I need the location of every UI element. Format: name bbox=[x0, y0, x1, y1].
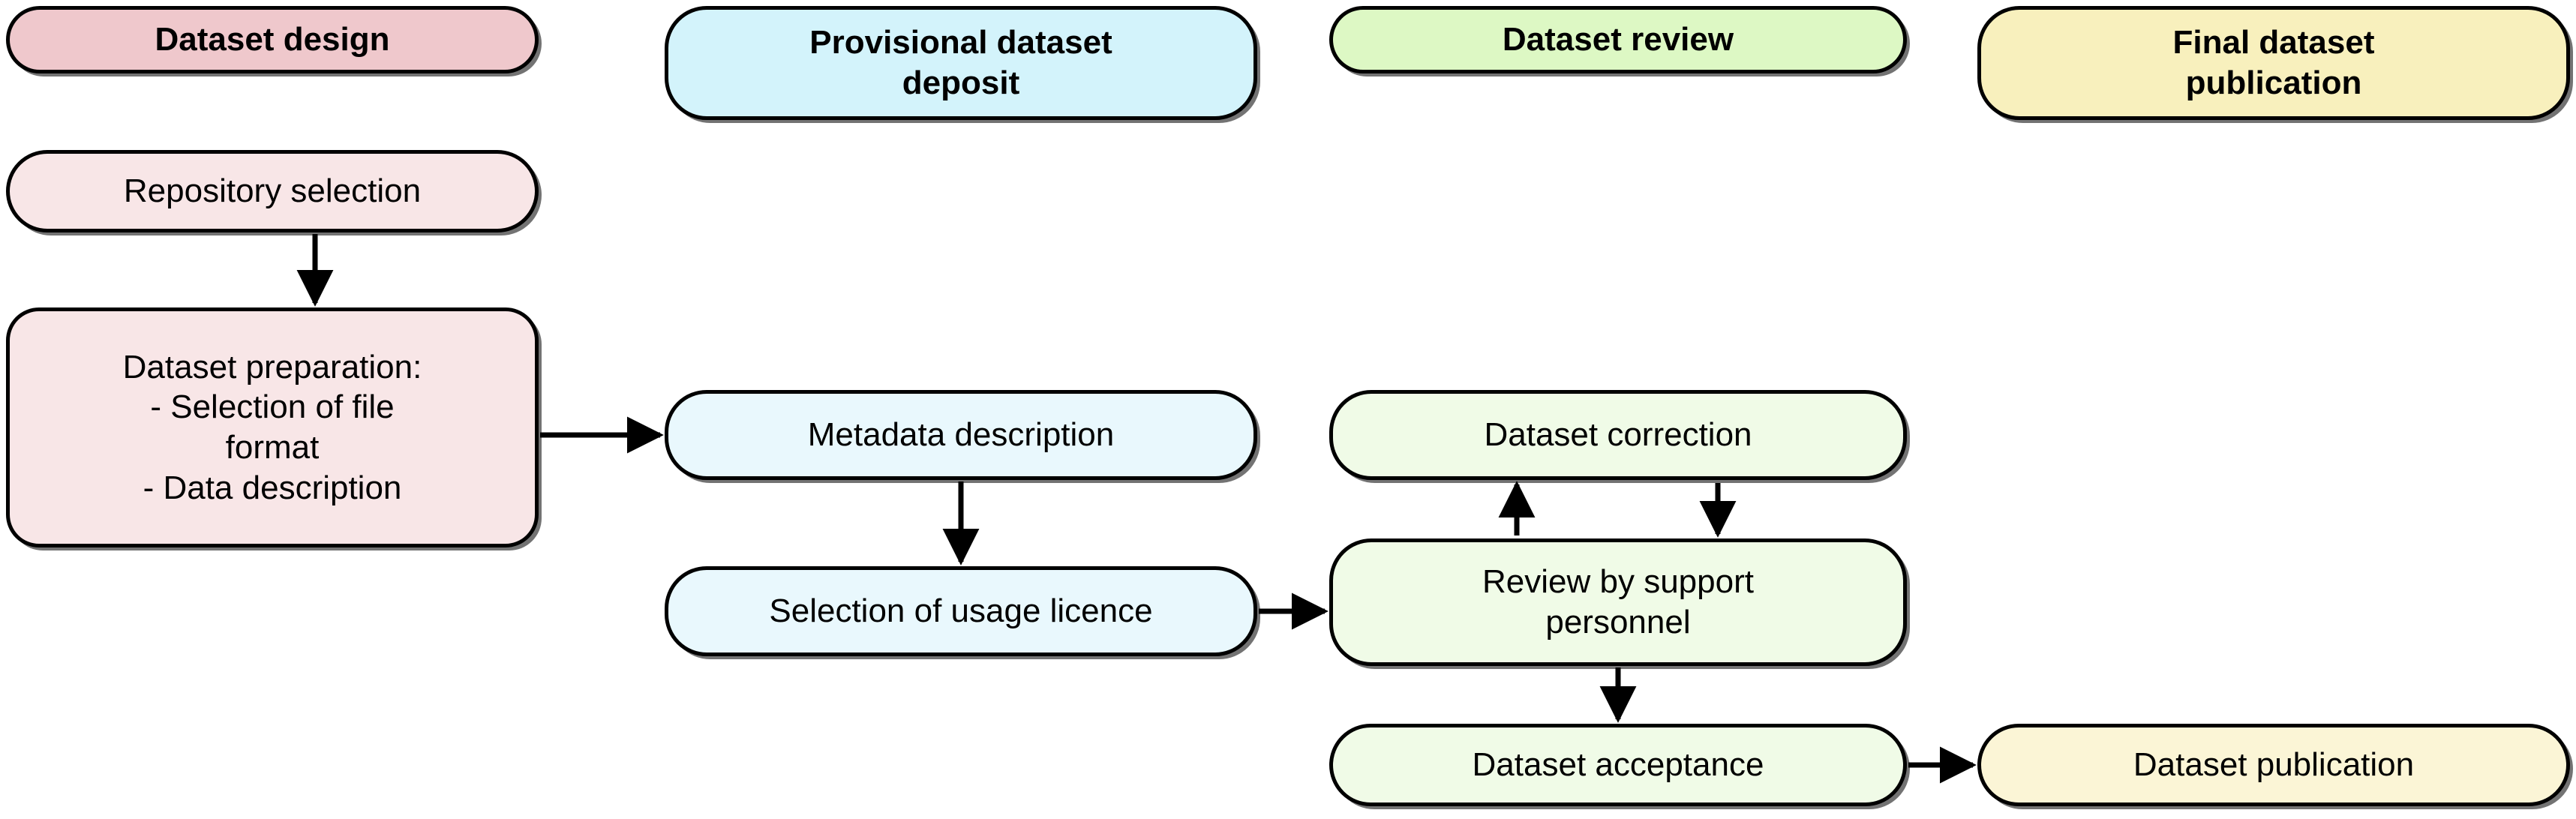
node-label: Selection of usage licence bbox=[769, 592, 1153, 630]
lane-header-label: Dataset design bbox=[155, 21, 390, 58]
lane-header-final-dataset-publication: Final dataset publication bbox=[1977, 6, 2570, 120]
node-dataset-acceptance: Dataset acceptance bbox=[1329, 724, 1907, 806]
lane-header-label: Final dataset publication bbox=[2172, 24, 2375, 101]
node-repository-selection: Repository selection bbox=[6, 150, 539, 232]
lane-header-dataset-design: Dataset design bbox=[6, 6, 539, 74]
node-label: Repository selection bbox=[123, 172, 422, 210]
node-label: Dataset acceptance bbox=[1472, 746, 1764, 784]
lane-header-label: Dataset review bbox=[1502, 21, 1734, 58]
node-dataset-publication: Dataset publication bbox=[1977, 724, 2570, 806]
node-label: Review by support personnel bbox=[1482, 563, 1754, 640]
node-label: Dataset correction bbox=[1484, 416, 1752, 454]
lane-header-label: Provisional dataset deposit bbox=[809, 24, 1112, 101]
node-label: Dataset preparation: - Selection of file… bbox=[122, 348, 422, 506]
node-review-by-support-personnel: Review by support personnel bbox=[1329, 538, 1907, 666]
node-dataset-preparation: Dataset preparation: - Selection of file… bbox=[6, 308, 539, 548]
lane-header-provisional-dataset-deposit: Provisional dataset deposit bbox=[665, 6, 1257, 120]
node-label: Dataset publication bbox=[2133, 746, 2415, 784]
node-dataset-correction: Dataset correction bbox=[1329, 390, 1907, 480]
node-metadata-description: Metadata description bbox=[665, 390, 1257, 480]
lane-header-dataset-review: Dataset review bbox=[1329, 6, 1907, 74]
node-label: Metadata description bbox=[807, 416, 1115, 454]
node-selection-of-usage-licence: Selection of usage licence bbox=[665, 566, 1257, 656]
